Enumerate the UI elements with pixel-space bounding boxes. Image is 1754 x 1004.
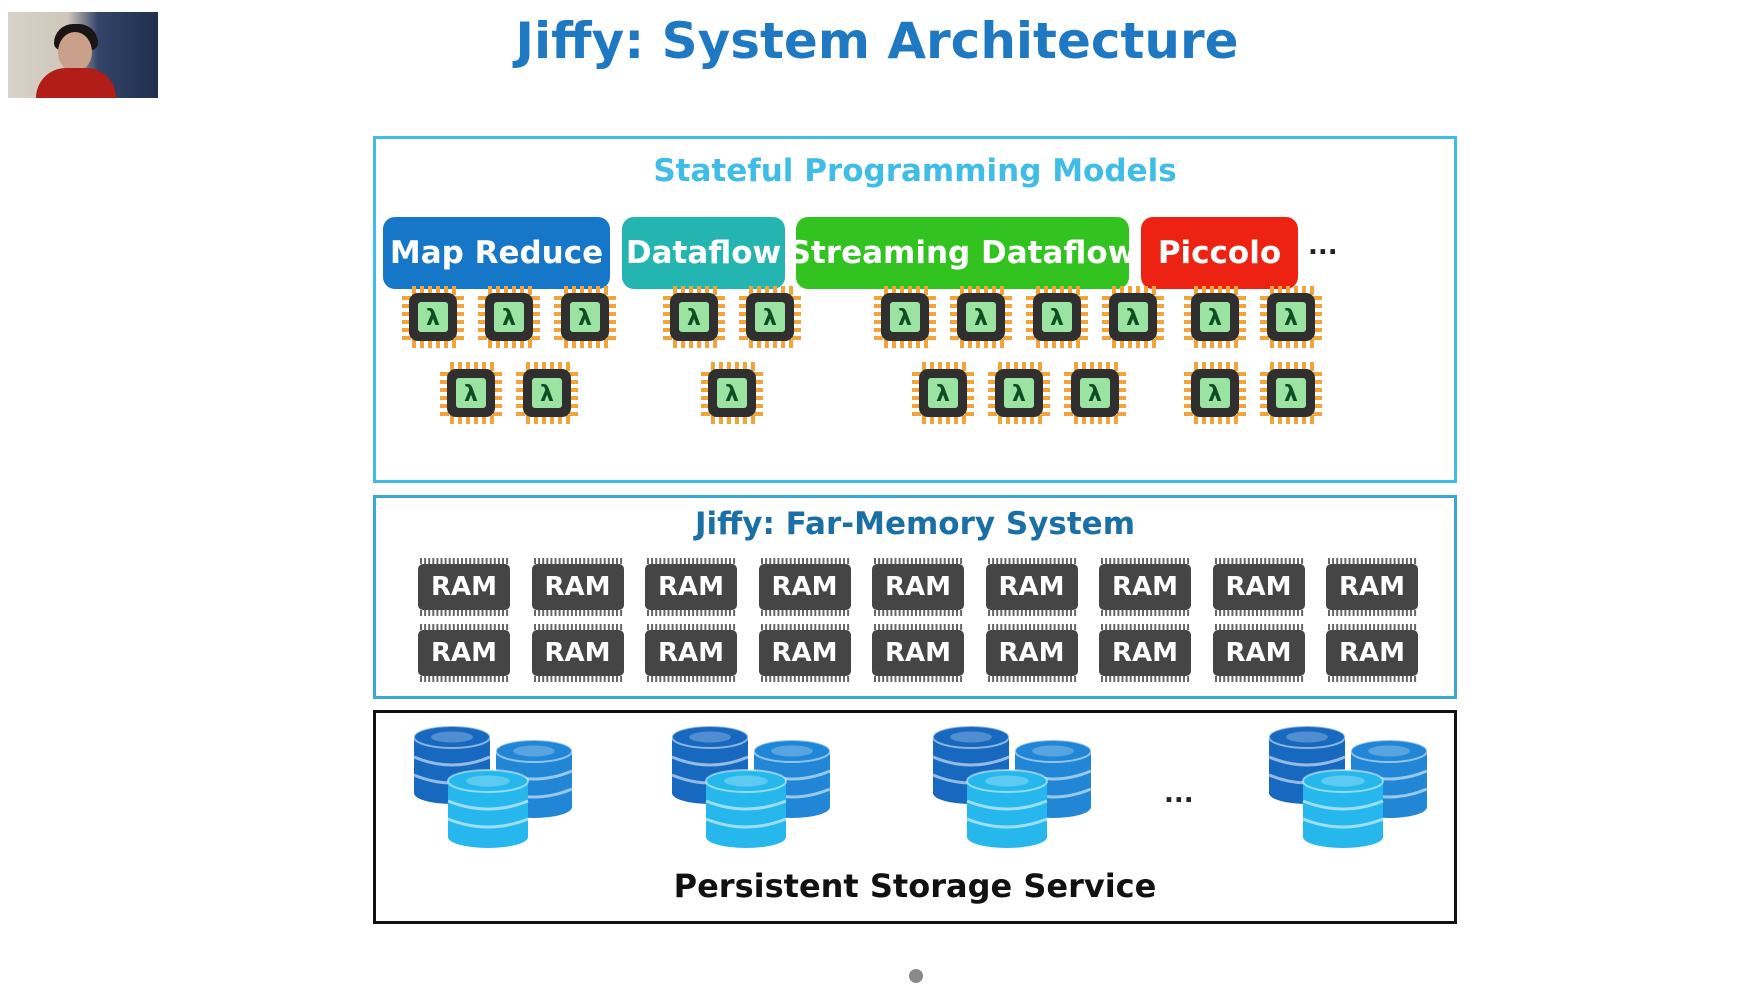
programming-models-panel: Stateful Programming Models Map Reduce D… [373,136,1457,483]
ram-label: RAM [430,638,497,668]
database-stack-icon [670,723,840,853]
ram-module-icon: RAM [1211,558,1307,616]
model-badge-piccolo: Piccolo [1141,217,1298,289]
ram-module-icon: RAM [416,624,512,682]
svg-text:λ: λ [1208,382,1222,407]
lambda-function-icon: λ [552,284,618,350]
svg-text:λ: λ [974,306,988,331]
ram-module-icon: RAM [530,558,626,616]
ram-label: RAM [1338,638,1405,668]
lambda-function-icon: λ [1182,360,1248,426]
svg-text:λ: λ [1126,306,1140,331]
lambda-function-icon: λ [661,284,727,350]
lambda-function-icon: λ [1258,360,1324,426]
ram-module-icon: RAM [1097,624,1193,682]
database-stack-icon [1267,723,1437,853]
lambda-function-icon: λ [1258,284,1324,350]
ram-module-icon: RAM [643,624,739,682]
slide-title: Jiffy: System Architecture [515,12,1239,70]
lambda-function-icon: λ [986,360,1052,426]
ram-label: RAM [998,572,1065,602]
svg-text:λ: λ [1284,306,1298,331]
svg-text:λ: λ [725,382,739,407]
presenter-video-thumbnail[interactable] [8,12,158,98]
ram-module-icon: RAM [1324,558,1420,616]
ram-module-icon: RAM [757,558,853,616]
ram-label: RAM [1338,572,1405,602]
lambda-function-icon: λ [476,284,542,350]
ram-module-icon: RAM [984,558,1080,616]
svg-text:λ: λ [936,382,950,407]
ram-module-icon: RAM [757,624,853,682]
svg-text:λ: λ [898,306,912,331]
ram-label: RAM [998,638,1065,668]
ram-module-icon: RAM [643,558,739,616]
ram-label: RAM [430,572,497,602]
lambda-function-icon: λ [948,284,1014,350]
ram-module-icon: RAM [870,624,966,682]
ram-label: RAM [884,572,951,602]
ram-label: RAM [884,638,951,668]
svg-text:λ: λ [1012,382,1026,407]
persistent-storage-title: Persistent Storage Service [673,867,1157,905]
svg-text:λ: λ [426,306,440,331]
svg-text:λ: λ [1088,382,1102,407]
ram-label: RAM [544,638,611,668]
ram-label: RAM [657,572,724,602]
svg-text:λ: λ [1050,306,1064,331]
model-badge-streaming-dataflow: Streaming Dataflow [789,217,1136,289]
ram-label: RAM [1225,572,1292,602]
far-memory-title: Jiffy: Far-Memory System [695,506,1135,542]
storage-ellipsis: ... [1164,779,1194,809]
ram-label: RAM [1111,572,1178,602]
database-stack-icon [931,723,1101,853]
ram-label: RAM [1111,638,1178,668]
ram-module-icon: RAM [530,624,626,682]
lambda-function-icon: λ [737,284,803,350]
lambda-function-icon: λ [1024,284,1090,350]
presenter-face [58,32,92,72]
ram-module-icon: RAM [1324,624,1420,682]
lambda-function-icon: λ [1100,284,1166,350]
ram-label: RAM [1225,638,1292,668]
persistent-storage-panel: ... Persistent Storage Service [373,710,1457,924]
svg-text:λ: λ [763,306,777,331]
model-badge-map-reduce: Map Reduce [383,217,610,289]
ram-label: RAM [544,572,611,602]
svg-text:λ: λ [502,306,516,331]
svg-text:λ: λ [1284,382,1298,407]
programming-models-title: Stateful Programming Models [653,153,1177,189]
ram-module-icon: RAM [1097,558,1193,616]
lambda-function-icon: λ [872,284,938,350]
svg-text:λ: λ [578,306,592,331]
ram-label: RAM [657,638,724,668]
ram-label: RAM [771,638,838,668]
ram-module-icon: RAM [416,558,512,616]
lambda-function-icon: λ [699,360,765,426]
svg-text:λ: λ [687,306,701,331]
lambda-function-icon: λ [438,360,504,426]
lambda-function-icon: λ [400,284,466,350]
svg-text:λ: λ [540,382,554,407]
lambda-function-icon: λ [910,360,976,426]
ram-label: RAM [771,572,838,602]
lambda-function-icon: λ [1062,360,1128,426]
presenter-shirt [36,68,116,98]
svg-text:λ: λ [464,382,478,407]
ram-module-icon: RAM [1211,624,1307,682]
lambda-function-icon: λ [1182,284,1248,350]
ram-module-icon: RAM [984,624,1080,682]
model-badge-dataflow: Dataflow [622,217,785,289]
ram-module-icon: RAM [870,558,966,616]
database-stack-icon [412,723,582,853]
slide-indicator-dot[interactable] [909,969,923,983]
far-memory-panel: Jiffy: Far-Memory System RAM RAM RAM RAM RAM… [373,495,1457,699]
models-ellipsis: ... [1308,231,1338,261]
lambda-function-icon: λ [514,360,580,426]
svg-text:λ: λ [1208,306,1222,331]
